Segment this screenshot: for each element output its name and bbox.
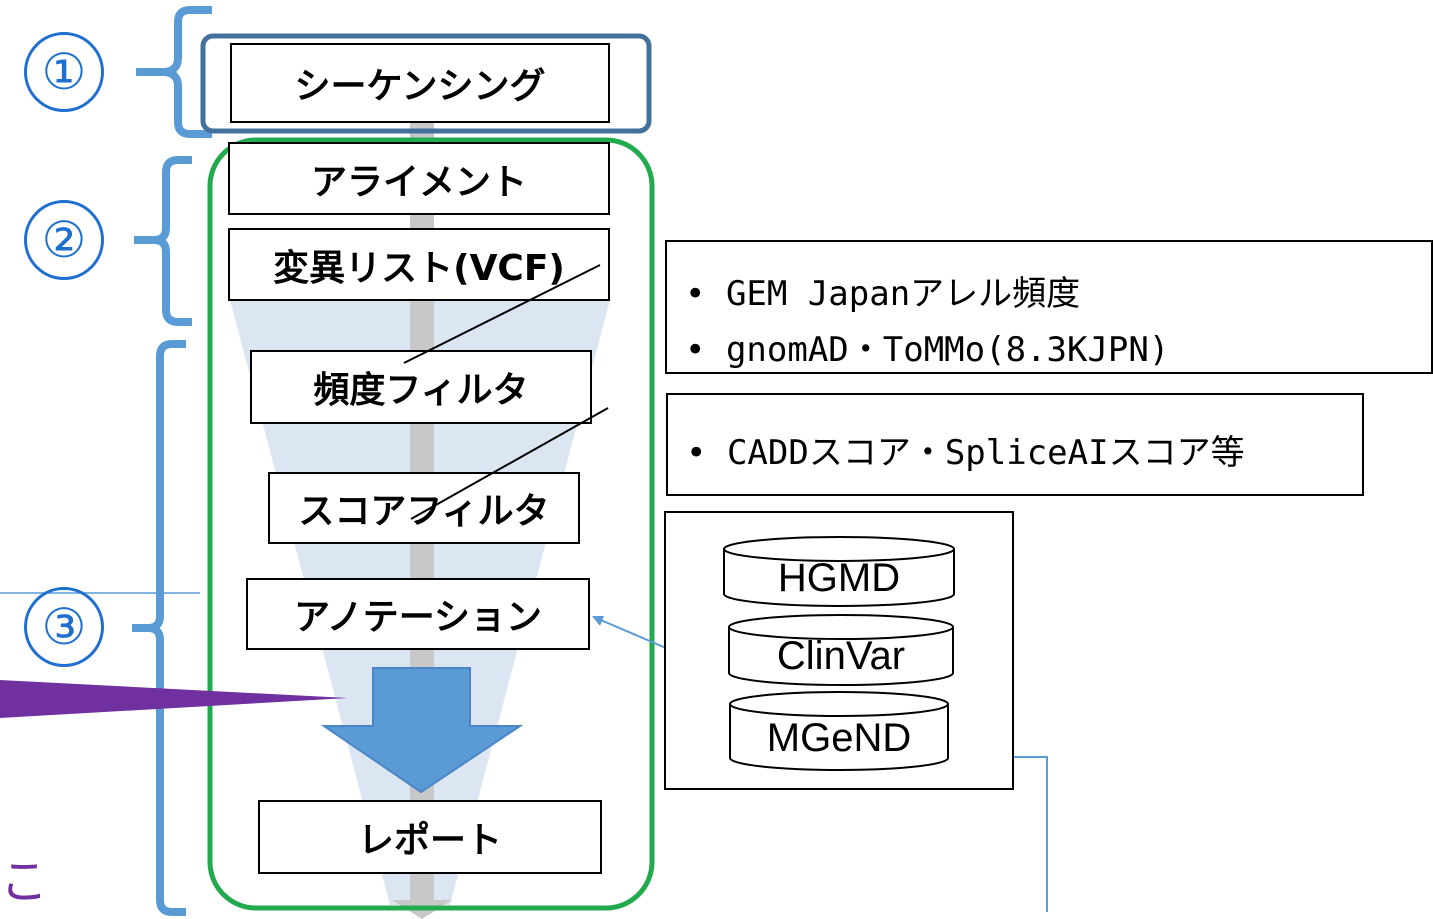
step-score-filter: スコアフィルタ: [268, 472, 580, 544]
step-sequencing: シーケンシング: [230, 43, 610, 123]
bracket-1: [136, 6, 212, 138]
db-cylinder-clinvar: [728, 614, 954, 686]
score-sources-box: • CADDスコア・SpliceAIスコア等: [666, 393, 1364, 496]
score-source-1: • CADDスコア・SpliceAIスコア等: [686, 433, 1245, 473]
database-connector: [1008, 756, 1048, 912]
step-report: レポート: [258, 800, 602, 874]
variant-list-pointer: [403, 264, 601, 364]
stage-1-label: ①: [24, 32, 104, 112]
sequencing-highlight: [200, 33, 652, 134]
db-label-mgend: MGeND: [766, 716, 912, 760]
db-cylinder-mgend: [729, 691, 949, 771]
step-variant-list: 変異リスト(VCF): [228, 228, 610, 301]
bracket-2: [134, 156, 192, 326]
db-label-hgmd: HGMD: [777, 556, 901, 600]
db-cylinder-hgmd: [723, 536, 955, 607]
cropped-text: こ: [0, 854, 49, 910]
pipeline-frame: [207, 137, 655, 911]
frequency-filter-pointer: [410, 407, 609, 520]
annotation-connector-head: [592, 616, 604, 626]
bracket-3: [132, 340, 186, 916]
db-label-clinvar: ClinVar: [776, 634, 906, 678]
down-arrow: [320, 667, 524, 794]
stage-3-label: ③: [24, 587, 104, 667]
purple-callout-shape: [0, 680, 348, 718]
frequency-sources-box: • GEM Japanアレル頻度 • gnomAD・ToMMo(8.3KJPN): [665, 240, 1433, 374]
frequency-source-2: • gnomAD・ToMMo(8.3KJPN): [685, 330, 1170, 370]
step-annotation: アノテーション: [246, 578, 590, 650]
step-alignment: アライメント: [228, 142, 610, 215]
step-frequency-filter: 頻度フィルタ: [250, 350, 592, 424]
frequency-source-1: • GEM Japanアレル頻度: [685, 274, 1081, 314]
annotation-connector: [595, 617, 667, 649]
stage-2-label: ②: [24, 200, 104, 280]
